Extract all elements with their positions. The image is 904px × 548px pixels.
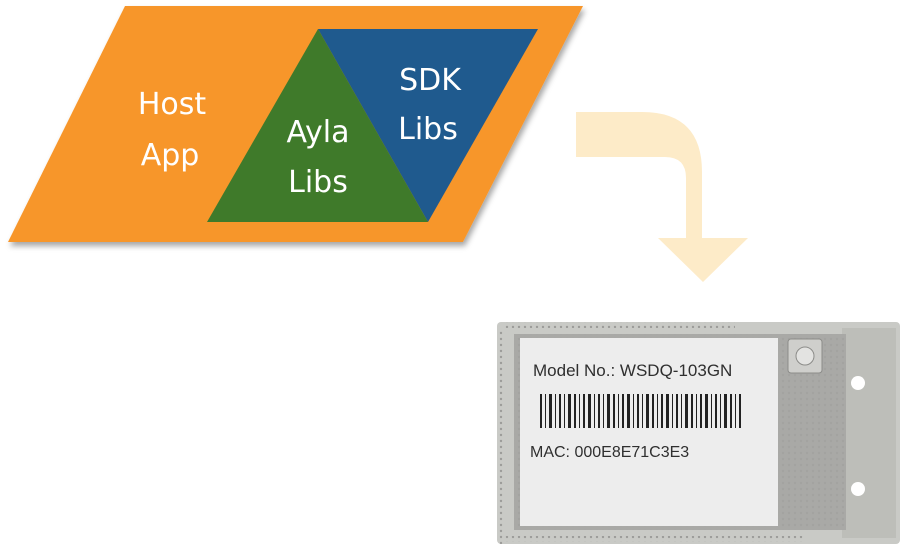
module-sticker [520, 338, 778, 526]
antenna-area [842, 328, 896, 538]
wifi-module: Model No.: WSDQ-103GN MAC: 000E8E7 [497, 322, 900, 544]
ayla-libs-shape [207, 29, 428, 222]
mount-hole-top [851, 376, 865, 390]
sdk-libs-label-line1: SDK [399, 63, 462, 98]
sdk-libs-label-line2: Libs [398, 112, 458, 147]
sdk-libs-shape [318, 29, 538, 222]
bent-down-arrow-icon [576, 112, 748, 282]
mac-address-label: MAC: 000E8E71C3E3 [530, 444, 689, 461]
host-app-label-line1: Host [138, 87, 207, 122]
ayla-libs-label-line1: Ayla [287, 115, 350, 150]
mount-hole-bottom [851, 482, 865, 496]
module-edge-pads [497, 322, 805, 544]
host-app-label-line2: App [141, 138, 200, 173]
barcode [540, 394, 741, 428]
model-number-label: Model No.: WSDQ-103GN [533, 361, 732, 380]
ayla-libs-label-line2: Libs [288, 165, 348, 200]
